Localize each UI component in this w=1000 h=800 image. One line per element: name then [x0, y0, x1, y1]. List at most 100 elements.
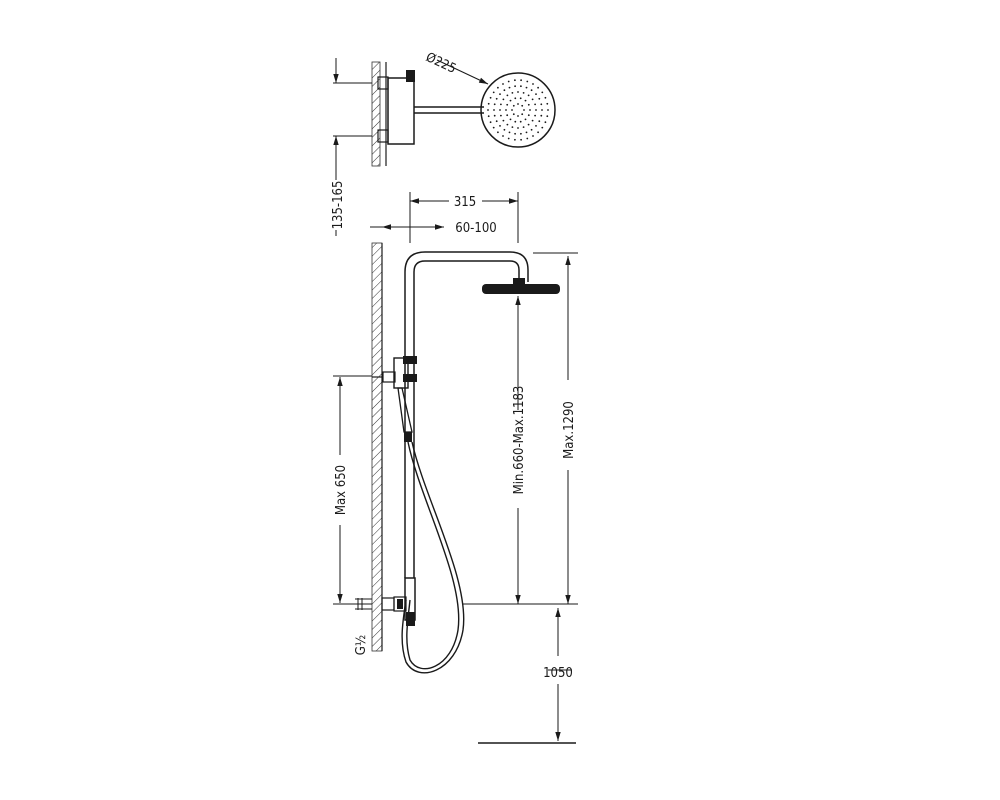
nozzle-dot [508, 131, 511, 134]
nozzle-dot [526, 137, 529, 140]
nozzle-dot [512, 113, 515, 116]
nozzle-dot [493, 103, 496, 106]
floor-height-label: 1050 [543, 666, 573, 681]
nozzle-dot [497, 86, 499, 89]
nozzle-dot [519, 97, 522, 100]
nozzle-dot [535, 109, 537, 111]
nozzle-dot [546, 115, 549, 118]
nozzle-dot [546, 102, 549, 105]
nozzle-dot [520, 85, 522, 88]
nozzle-dot [522, 126, 525, 128]
nozzle-dot [506, 123, 509, 126]
wall-offset-label: 60-100 [455, 221, 496, 236]
nozzle-dot [531, 119, 534, 122]
nozzle-dot [526, 80, 529, 83]
nozzle-dot [525, 86, 528, 89]
connection-nut-fill [397, 599, 403, 609]
nozzle-dot [535, 93, 537, 95]
nozzle-dot [495, 97, 498, 100]
nozzle-dot [530, 89, 533, 92]
nozzle-dot [514, 97, 517, 100]
nozzle-dot [534, 103, 536, 106]
nozzle-dot [509, 118, 512, 121]
riser-pipe [404, 251, 529, 578]
nozzle-dot [514, 132, 516, 135]
nozzle-dot [534, 114, 536, 117]
wall-hatch-top [371, 61, 381, 167]
nozzle-dot [520, 138, 522, 141]
nozzle-dot [500, 114, 502, 117]
head-connector [513, 278, 525, 286]
nozzle-dot [523, 109, 525, 111]
nozzle-dot [540, 103, 543, 106]
nozzle-dot [503, 128, 506, 131]
nozzle-pattern [487, 79, 549, 141]
nozzle-dot [527, 103, 530, 106]
nozzle-dot [502, 135, 504, 137]
nozzle-dot [521, 104, 524, 107]
nozzle-dot [521, 113, 524, 116]
front-connection [381, 597, 395, 611]
nozzle-dot [514, 85, 516, 88]
nozzle-dot [487, 102, 490, 105]
nozzle-dot [502, 98, 505, 101]
nozzle-dot [520, 132, 522, 135]
nozzle-dot [532, 135, 534, 137]
nozzle-dot [520, 79, 522, 82]
mixer-knob-top-view [406, 70, 415, 82]
nozzle-dot [535, 125, 537, 127]
wall-bracket [382, 371, 396, 383]
nozzle-dot [497, 131, 499, 134]
connection-spacing-label: 135-165 [331, 181, 346, 230]
nozzle-dot [547, 109, 549, 111]
nozzle-dot [544, 121, 547, 124]
bar-width-label: 315 [454, 195, 476, 210]
nozzle-dot [493, 109, 495, 111]
max-total-height-label: Max.1290 [562, 401, 577, 459]
nozzle-dot [499, 125, 501, 127]
nozzle-dot [499, 93, 501, 95]
nozzle-dot [508, 86, 511, 89]
nozzle-dot [538, 120, 541, 123]
nozzle-dot [489, 96, 492, 99]
nozzle-dot [489, 121, 492, 124]
nozzle-dot [514, 79, 516, 82]
nozzle-dot [524, 118, 527, 121]
nozzle-dot [487, 109, 489, 111]
nozzle-dot [506, 114, 509, 117]
nozzle-dot [517, 115, 519, 117]
nozzle-dot [540, 114, 543, 117]
nozzle-dot [511, 126, 514, 128]
nozzle-dot [503, 89, 506, 92]
nozzle-dot [500, 103, 502, 106]
hand-shower-grip [404, 432, 412, 442]
nozzle-dot [517, 103, 519, 105]
nozzle-dot [541, 109, 543, 111]
nozzle-dot [511, 92, 514, 94]
nozzle-dot [541, 91, 544, 94]
nozzle-dot [492, 126, 495, 129]
wall-hatch-front [371, 242, 383, 652]
nozzle-dot [506, 94, 509, 97]
nozzle-dot [524, 99, 527, 102]
nozzle-dot [541, 126, 544, 129]
nozzle-dot [493, 114, 496, 117]
nozzle-dot [511, 109, 513, 111]
nozzle-dot [502, 119, 505, 122]
nozzle-dot [527, 94, 530, 97]
thread-label: G½ [354, 635, 369, 655]
nozzle-dot [517, 91, 519, 93]
nozzle-dot [519, 120, 522, 123]
nozzle-dot [514, 120, 517, 123]
nozzle-dot [506, 103, 509, 106]
nozzle-dot [492, 91, 495, 94]
nozzle-dot [537, 131, 539, 134]
connection-nut [393, 596, 407, 612]
nozzle-dot [507, 80, 510, 83]
shower-head-side-view [482, 284, 560, 294]
front-view: 315 60-100 Min.660-Max.1183 Max.1290 Max… [333, 192, 578, 744]
nozzle-dot [507, 137, 510, 140]
head-height-range-label: Min.660-Max.1183 [512, 386, 527, 495]
nozzle-dot [522, 92, 525, 94]
